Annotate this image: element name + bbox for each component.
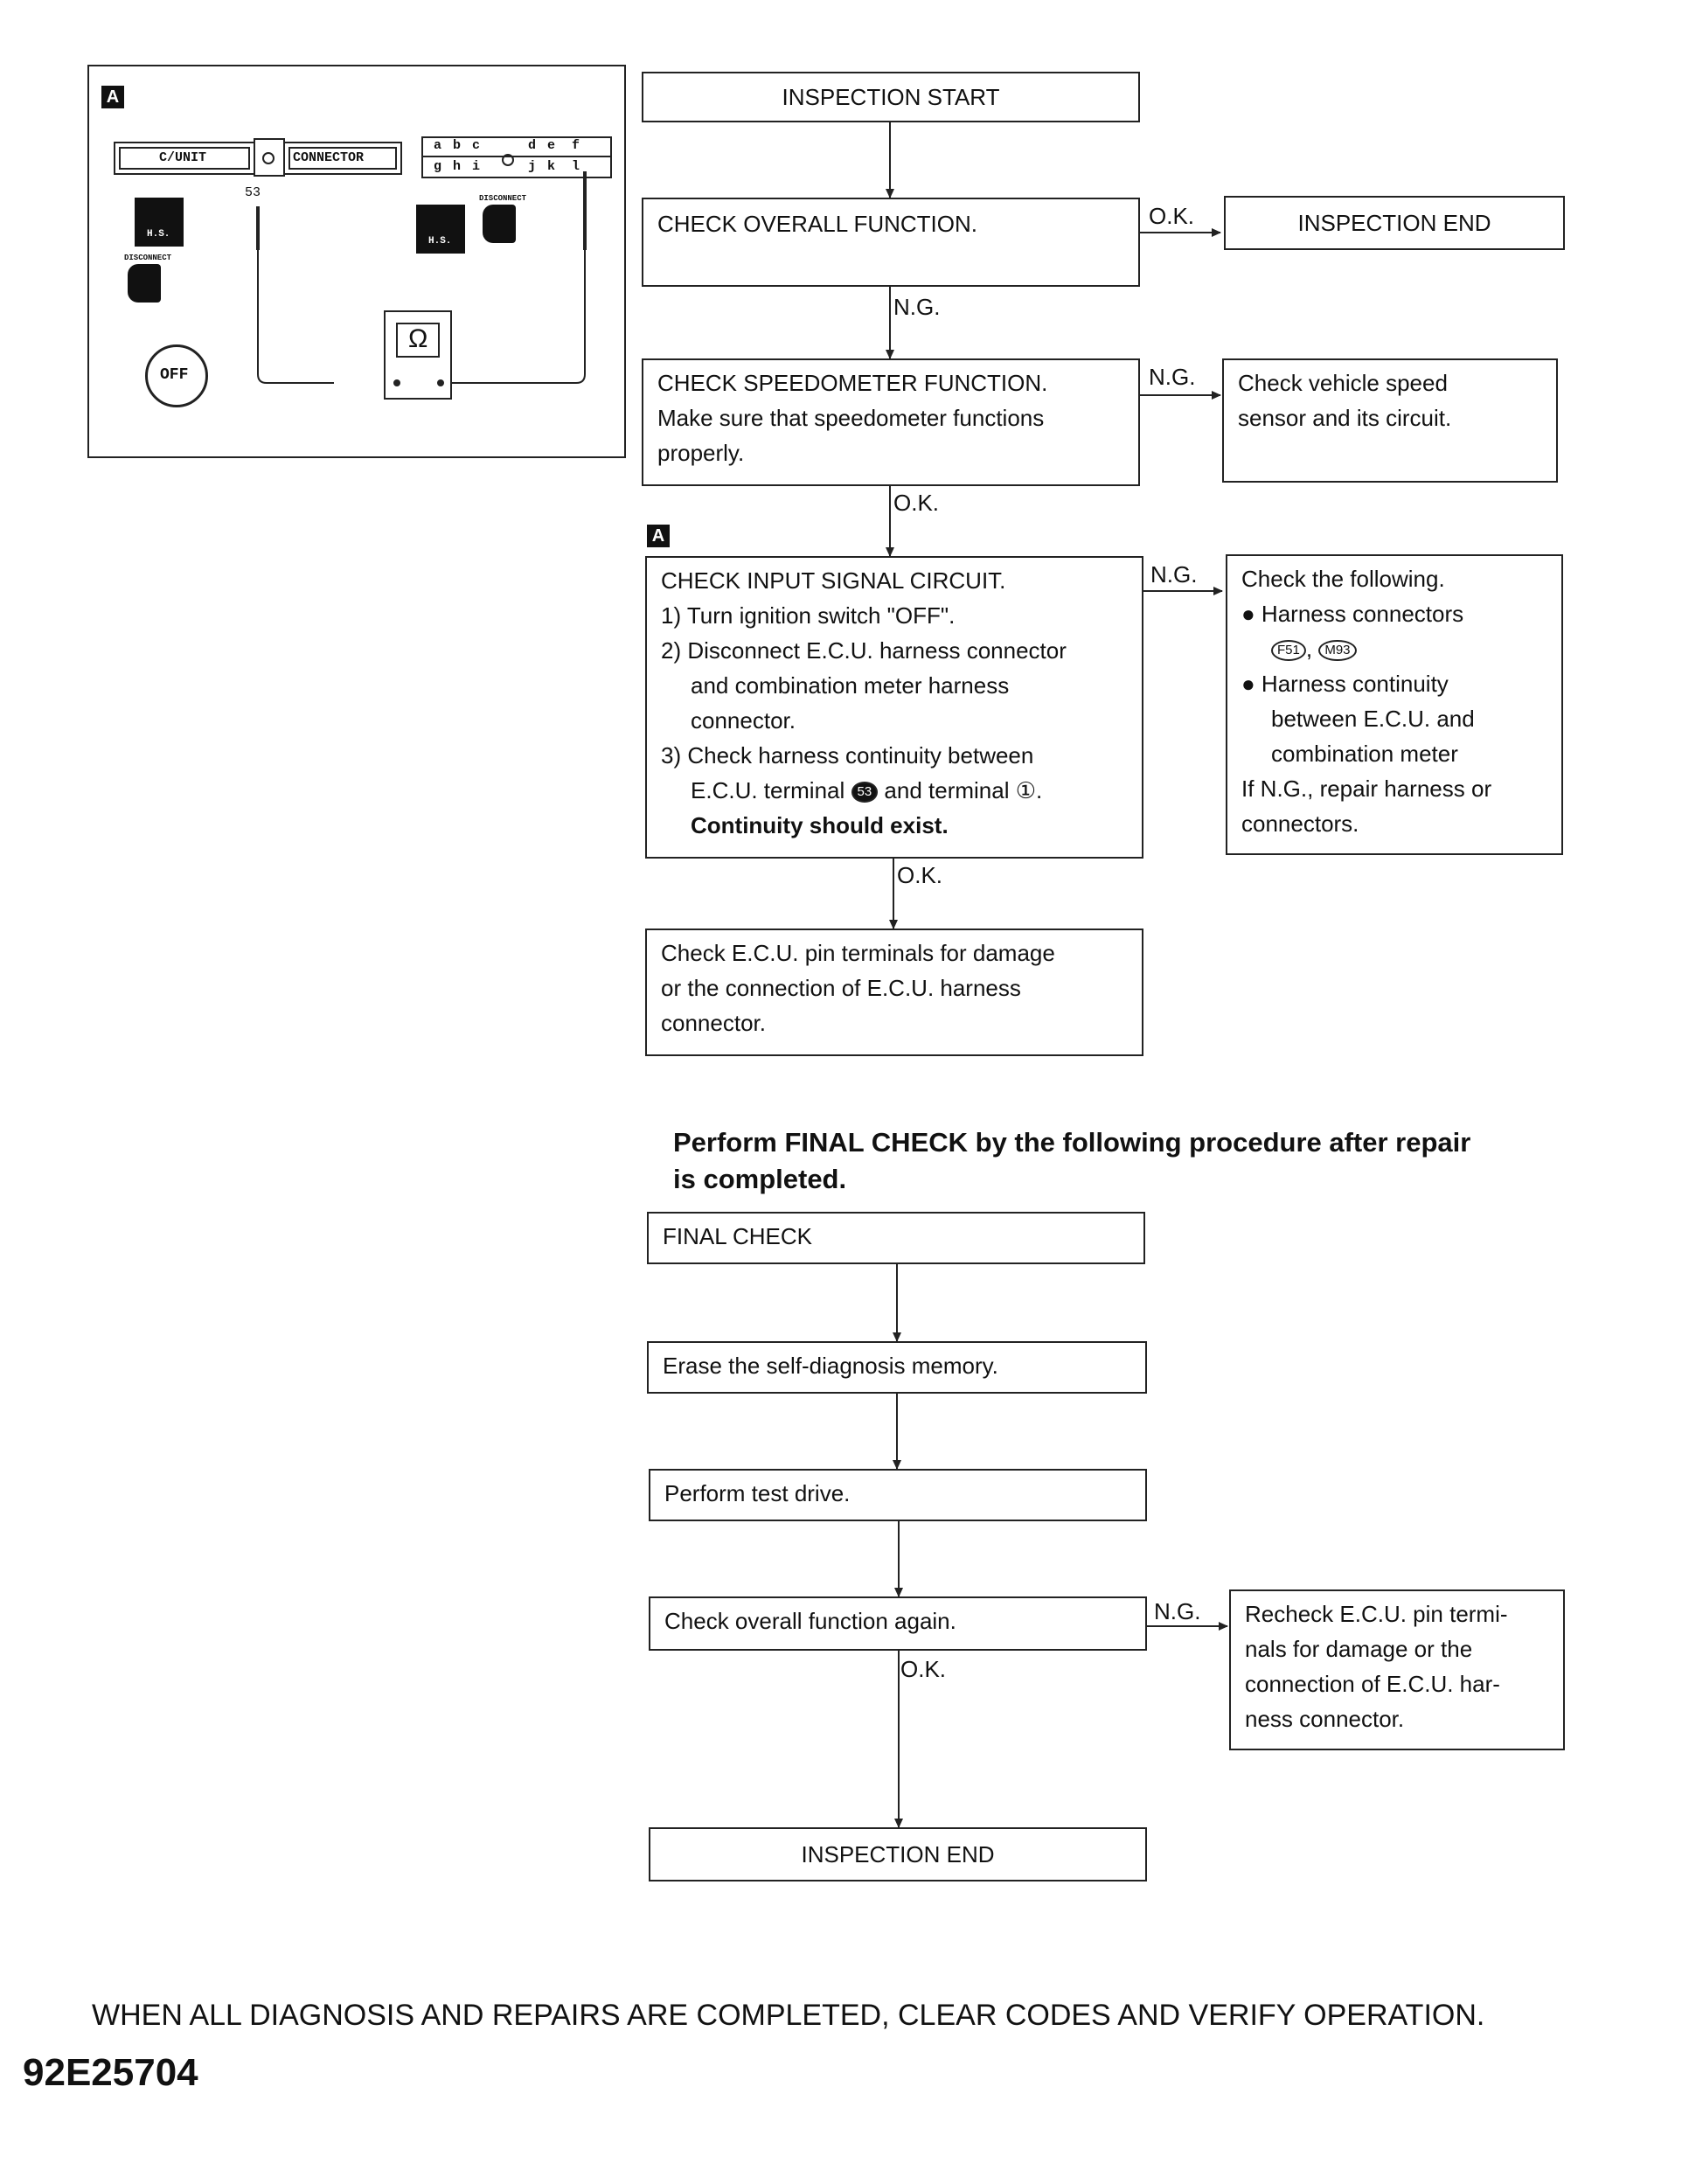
connector-m93-badge: M93: [1318, 640, 1357, 662]
probe-wiring: [256, 171, 587, 400]
speedometer-line-3: properly.: [657, 440, 745, 466]
inspection-end-final-text: INSPECTION END: [801, 1841, 995, 1868]
pin-c: c: [472, 138, 481, 153]
pin-g: g: [434, 159, 442, 174]
pin-j: j: [528, 159, 537, 174]
disconnect-plug-icon-right: [483, 205, 516, 243]
check-again-text: Check overall function again.: [664, 1608, 956, 1634]
footer-note: WHEN ALL DIAGNOSIS AND REPAIRS ARE COMPL…: [92, 1999, 1485, 2032]
check-overall-function-text: CHECK OVERALL FUNCTION.: [657, 211, 977, 237]
final-check-connector: [896, 1264, 898, 1301]
pin-l: l: [572, 159, 580, 174]
harness-hs-icon-right: H.S.: [416, 205, 465, 254]
input-step-3: 3) Check harness continuity between: [661, 742, 1034, 769]
check-vss-box: Check vehicle speed sensor and its circu…: [1222, 358, 1558, 483]
pin-b: b: [453, 138, 462, 153]
again-ng-label: N.G.: [1154, 1598, 1201, 1624]
disconnect-label-left: DISCONNECT: [124, 254, 172, 262]
recheck-line-3: connection of E.C.U. har-: [1245, 1671, 1500, 1697]
input-step-2: 2) Disconnect E.C.U. harness connector: [661, 637, 1067, 664]
erase-memory-box: Erase the self-diagnosis memory.: [647, 1341, 1147, 1394]
connector-f51-badge: F51: [1271, 640, 1306, 662]
final-check-heading: Perform FINAL CHECK by the following pro…: [673, 1124, 1470, 1198]
speedometer-line-1: CHECK SPEEDOMETER FUNCTION.: [657, 370, 1048, 396]
final-heading-line-2: is completed.: [673, 1164, 847, 1194]
ignition-off-icon: OFF: [145, 344, 208, 407]
input-step-2c: connector.: [691, 707, 796, 734]
check-speedometer-box: CHECK SPEEDOMETER FUNCTION. Make sure th…: [642, 358, 1140, 486]
inspection-start-text: INSPECTION START: [782, 84, 1000, 110]
input-step-1: 1) Turn ignition switch "OFF".: [661, 602, 956, 629]
ecu-pins-line-3: connector.: [661, 1010, 766, 1036]
pin-e: e: [547, 138, 556, 153]
continuity-note: Continuity should exist.: [691, 812, 949, 838]
following-bullet-2c: combination meter: [1271, 741, 1458, 767]
inspection-end-final-box: INSPECTION END: [649, 1827, 1147, 1881]
test-drive-text: Perform test drive.: [664, 1480, 851, 1506]
disconnect-label-right: DISCONNECT: [479, 194, 527, 203]
recheck-ecu-box: Recheck E.C.U. pin termi- nals for damag…: [1229, 1589, 1565, 1750]
again-ok-label: O.K.: [900, 1656, 947, 1682]
input-title: CHECK INPUT SIGNAL CIRCUIT.: [661, 567, 1006, 594]
following-title: Check the following.: [1241, 566, 1445, 592]
input-step-3b: E.C.U. terminal 53 and terminal ①.: [691, 777, 1043, 803]
pin-k: k: [547, 159, 556, 174]
input-ok-label: O.K.: [897, 862, 943, 888]
terminal-1-badge: ①.: [1015, 777, 1043, 803]
recheck-line-1: Recheck E.C.U. pin termi-: [1245, 1601, 1508, 1627]
pin-a: a: [434, 138, 442, 153]
following-bullet-2b: between E.C.U. and: [1271, 706, 1475, 732]
ohm-symbol: Ω: [408, 324, 428, 353]
pin-h: h: [453, 159, 462, 174]
disconnect-plug-icon-left: [128, 264, 161, 303]
erase-memory-text: Erase the self-diagnosis memory.: [663, 1353, 998, 1379]
vss-line-2: sensor and its circuit.: [1238, 405, 1452, 431]
connector-label: CONNECTOR: [293, 150, 365, 165]
figure-marker: A: [101, 86, 124, 108]
following-bullet-2: ● Harness continuity: [1241, 671, 1449, 697]
document-code: 92E25704: [23, 2051, 198, 2094]
terminal-53-badge: 53: [851, 782, 879, 803]
following-repair-2: connectors.: [1241, 810, 1359, 837]
cunit-label: C/UNIT: [159, 150, 207, 165]
final-heading-line-1: Perform FINAL CHECK by the following pro…: [673, 1127, 1471, 1158]
speedometer-ng-label: N.G.: [1149, 364, 1196, 390]
pin-53-label: 53: [245, 185, 261, 200]
inspection-end-top-text: INSPECTION END: [1297, 210, 1491, 236]
recheck-line-2: nals for damage or the: [1245, 1636, 1473, 1662]
vss-line-1: Check vehicle speed: [1238, 370, 1448, 396]
check-overall-function-box: CHECK OVERALL FUNCTION.: [642, 198, 1140, 287]
overall-ng-label: N.G.: [893, 294, 941, 320]
pin-i: i: [472, 159, 481, 174]
following-connectors: F51, M93: [1241, 631, 1547, 666]
illustration-panel: A C/UNIT CONNECTOR 53 a b c d e f g h i …: [87, 65, 626, 458]
pin-f: f: [572, 138, 580, 153]
speedometer-line-2: Make sure that speedometer functions: [657, 405, 1045, 431]
pin-d: d: [528, 138, 537, 153]
following-repair-1: If N.G., repair harness or: [1241, 776, 1492, 802]
input-circuit-marker: A: [647, 525, 670, 547]
check-ecu-pins-box: Check E.C.U. pin terminals for damage or…: [645, 929, 1143, 1056]
speedometer-ok-label: O.K.: [893, 490, 940, 516]
check-again-box: Check overall function again.: [649, 1596, 1147, 1651]
pin-grid: a b c d e f g h i j k l: [414, 129, 619, 182]
inspection-end-top-box: INSPECTION END: [1224, 196, 1565, 250]
following-bullet-1: ● Harness connectors: [1241, 601, 1464, 627]
check-following-box: Check the following. ● Harness connector…: [1226, 554, 1563, 855]
overall-ok-label: O.K.: [1149, 203, 1195, 229]
test-drive-box: Perform test drive.: [649, 1469, 1147, 1521]
recheck-line-4: ness connector.: [1245, 1706, 1405, 1732]
input-ng-label: N.G.: [1150, 561, 1198, 588]
input-step-2b: and combination meter harness: [691, 672, 1010, 699]
inspection-start-box: INSPECTION START: [642, 72, 1140, 122]
final-check-text: FINAL CHECK: [663, 1223, 812, 1249]
check-input-signal-box: CHECK INPUT SIGNAL CIRCUIT. 1) Turn igni…: [645, 556, 1143, 859]
ecu-pins-line-1: Check E.C.U. pin terminals for damage: [661, 940, 1055, 966]
ecu-pins-line-2: or the connection of E.C.U. harness: [661, 975, 1021, 1001]
harness-hs-icon-left: H.S.: [135, 198, 184, 247]
cunit-connector-header: C/UNIT CONNECTOR: [114, 138, 402, 177]
final-check-box: FINAL CHECK: [647, 1212, 1145, 1264]
